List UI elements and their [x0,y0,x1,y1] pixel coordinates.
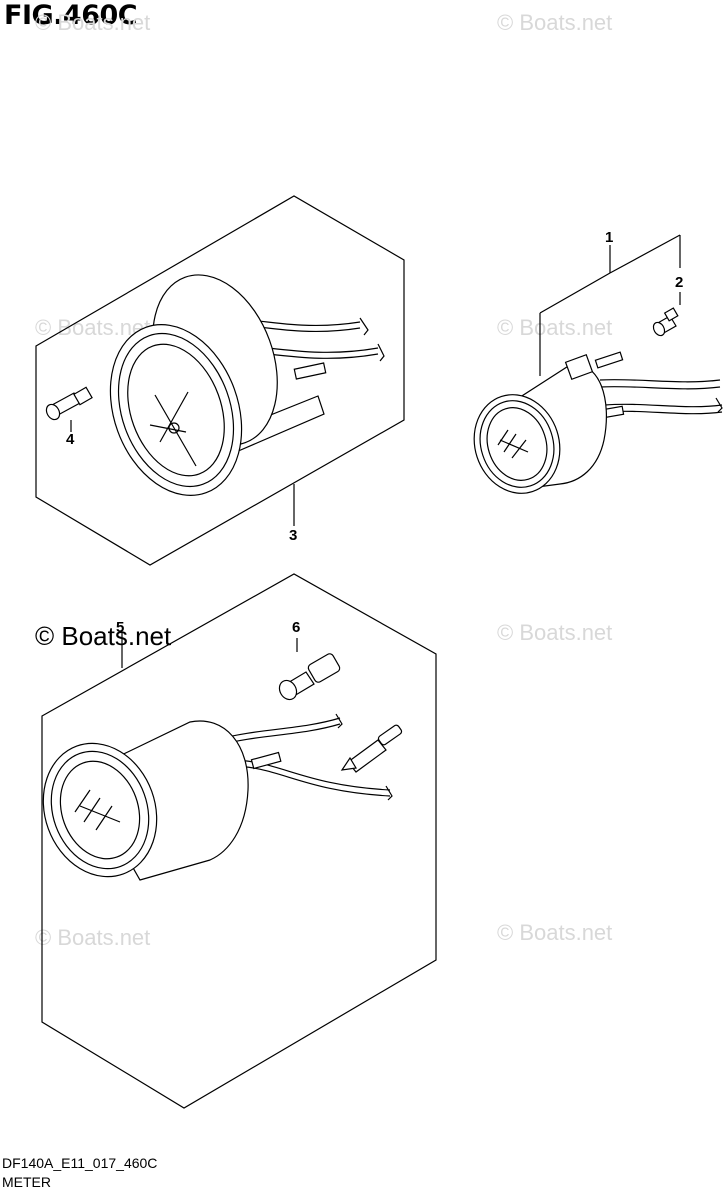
callout-6: 6 [292,619,300,636]
bulb-2 [652,307,679,337]
assembly-1-bracket [539,234,681,376]
callout-5: 5 [116,619,124,636]
bulb-4 [45,386,93,432]
callout-3: 3 [289,527,297,544]
watermark: © Boats.net [497,620,612,645]
bulb-6 [278,653,341,701]
watermark: © Boats.net [35,10,150,35]
callout-4: 4 [66,431,75,448]
figure-title: FIG.460C [4,0,138,31]
group-box-3 [35,195,405,566]
diagram-caption: METER [2,1174,51,1190]
diagram-code: DF140A_E11_017_460C [2,1155,158,1171]
watermark: © Boats.net [35,621,172,651]
small-gauge [473,351,723,494]
callout-1: 1 [605,229,613,246]
watermark: © Boats.net [35,925,150,950]
watermarks: © Boats.net © Boats.net © Boats.net © Bo… [35,10,612,950]
large-gauge [109,274,385,496]
watermark: © Boats.net [497,315,612,340]
lower-gauge [42,713,393,881]
connector-plug [340,724,403,773]
callout-2: 2 [675,274,683,291]
group-box-5 [41,573,437,1109]
watermark: © Boats.net [497,920,612,945]
watermark: © Boats.net [497,10,612,35]
